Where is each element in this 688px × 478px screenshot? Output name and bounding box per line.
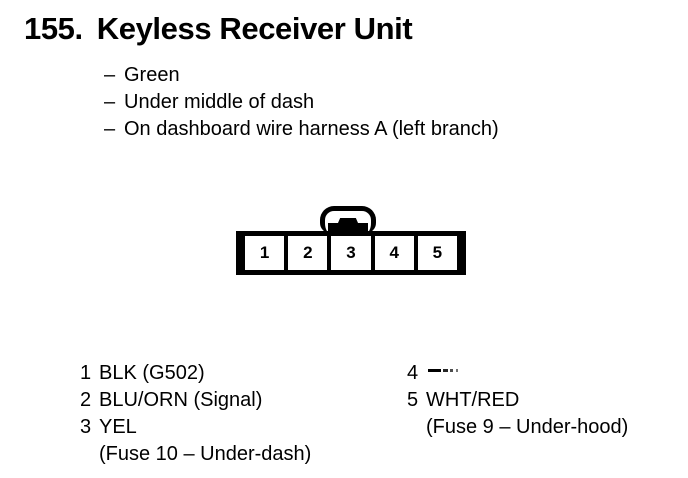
list-item-label: Under middle of dash [124, 91, 315, 113]
connector-pin: 3 [331, 236, 371, 270]
connector-diagram: 1 2 3 4 5 [236, 206, 466, 276]
connector-pin: 5 [417, 236, 458, 270]
dash-icon: – [104, 91, 116, 113]
list-item-label: On dashboard wire harness A (left branch… [124, 118, 499, 140]
connector-latch-notch [334, 218, 362, 232]
legend-row: 4 [407, 360, 628, 387]
legend-pin-number: 2 [80, 389, 92, 411]
list-item: – Green [104, 62, 664, 89]
legend-pin-label: BLU/ORN (Signal) [99, 389, 263, 411]
list-item-label: Green [124, 64, 180, 86]
dash-icon: – [104, 64, 116, 86]
legend-row: 2 BLU/ORN (Signal) [80, 387, 311, 414]
legend-row: 1 BLK (G502) [80, 360, 311, 387]
attribute-list: – Green – Under middle of dash – On dash… [104, 62, 664, 143]
legend-pin-label: BLK (G502) [99, 362, 205, 384]
legend-pin-label: WHT/RED [426, 389, 520, 411]
legend-row: 5 WHT/RED [407, 387, 628, 414]
list-item: – On dashboard wire harness A (left bran… [104, 116, 664, 143]
legend-pin-number: 4 [407, 362, 419, 384]
legend-pin-number: 5 [407, 389, 419, 411]
legend-pin-number: 1 [80, 362, 92, 384]
pin-legend-left: 1 BLK (G502) 2 BLU/ORN (Signal) 3 YEL (F… [80, 360, 311, 468]
illegible-scan-mark [426, 361, 460, 379]
pin-legend-right: 4 5 WHT/RED (Fuse 9 – Under-hood) [407, 360, 628, 441]
list-item: – Under middle of dash [104, 89, 664, 116]
page-title-number: 155. [24, 11, 83, 46]
connector-pin: 4 [374, 236, 414, 270]
legend-pin-number: 3 [80, 416, 92, 438]
connector-shell: 1 2 3 4 5 [236, 231, 466, 275]
connector-pin: 2 [288, 236, 328, 270]
legend-pin-sublabel: (Fuse 10 – Under-dash) [99, 443, 312, 465]
legend-row: 3 YEL [80, 414, 311, 441]
dash-icon: – [104, 118, 116, 140]
page-title: 155. Keyless Receiver Unit [24, 11, 413, 46]
legend-pin-sublabel: (Fuse 9 – Under-hood) [426, 416, 629, 438]
connector-pin: 1 [245, 236, 285, 270]
page-title-text: Keyless Receiver Unit [96, 11, 413, 46]
legend-pin-label: YEL [99, 416, 137, 438]
